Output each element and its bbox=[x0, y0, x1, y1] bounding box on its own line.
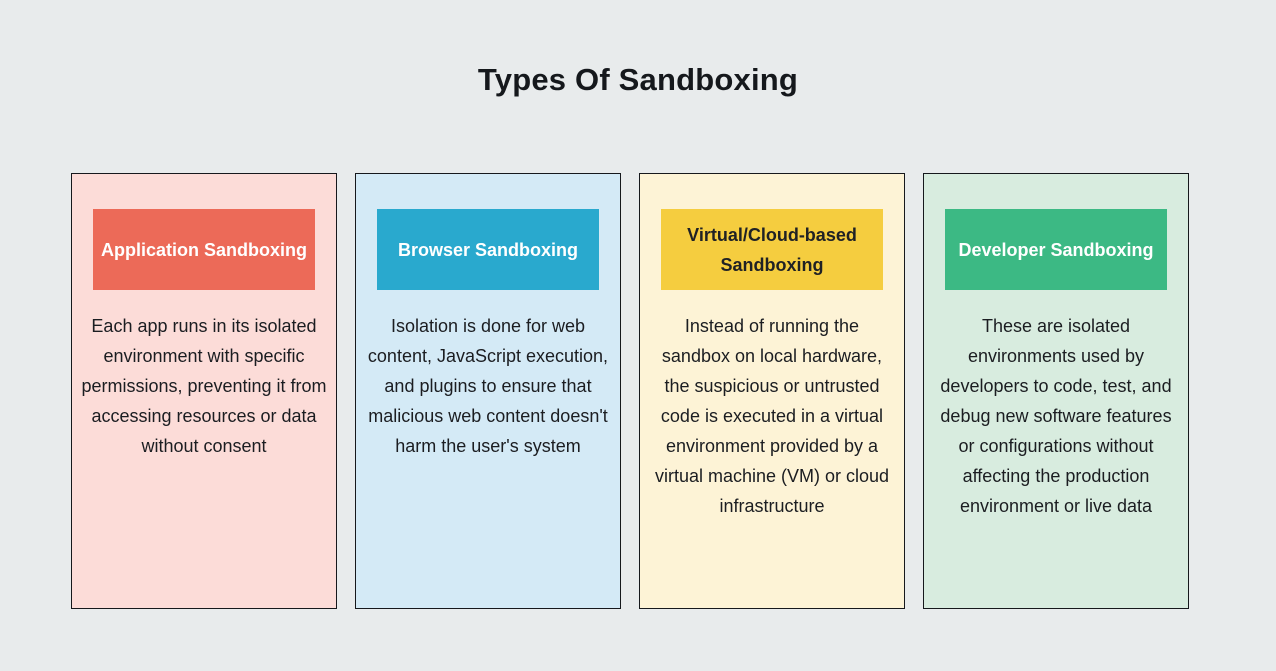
card-description-application-sandboxing: Each app runs in its isolated environmen… bbox=[81, 316, 327, 456]
card-description-developer-sandboxing: These are isolated environments used by … bbox=[940, 316, 1172, 516]
card-description-browser-sandboxing: Isolation is done for web content, JavaS… bbox=[367, 316, 609, 456]
card-header-developer-sandboxing: Developer Sandboxing bbox=[945, 209, 1167, 290]
card-header-browser-sandboxing: Browser Sandboxing bbox=[377, 209, 599, 290]
cards-row: Application Sandboxing Each app runs in … bbox=[71, 173, 1189, 609]
card-description-virtual-cloud-sandboxing: Instead of running the sandbox on local … bbox=[654, 316, 890, 516]
page-title: Types Of Sandboxing bbox=[477, 62, 799, 97]
card-developer-sandboxing: Developer Sandboxing These are isolated … bbox=[923, 173, 1189, 609]
card-header-application-sandboxing: Application Sandboxing bbox=[93, 209, 315, 290]
card-header-virtual-cloud-sandboxing: Virtual/Cloud-based Sandboxing bbox=[661, 209, 883, 290]
card-browser-sandboxing: Browser Sandboxing Isolation is done for… bbox=[355, 173, 621, 609]
card-virtual-cloud-sandboxing: Virtual/Cloud-based Sandboxing Instead o… bbox=[639, 173, 905, 609]
card-application-sandboxing: Application Sandboxing Each app runs in … bbox=[71, 173, 337, 609]
